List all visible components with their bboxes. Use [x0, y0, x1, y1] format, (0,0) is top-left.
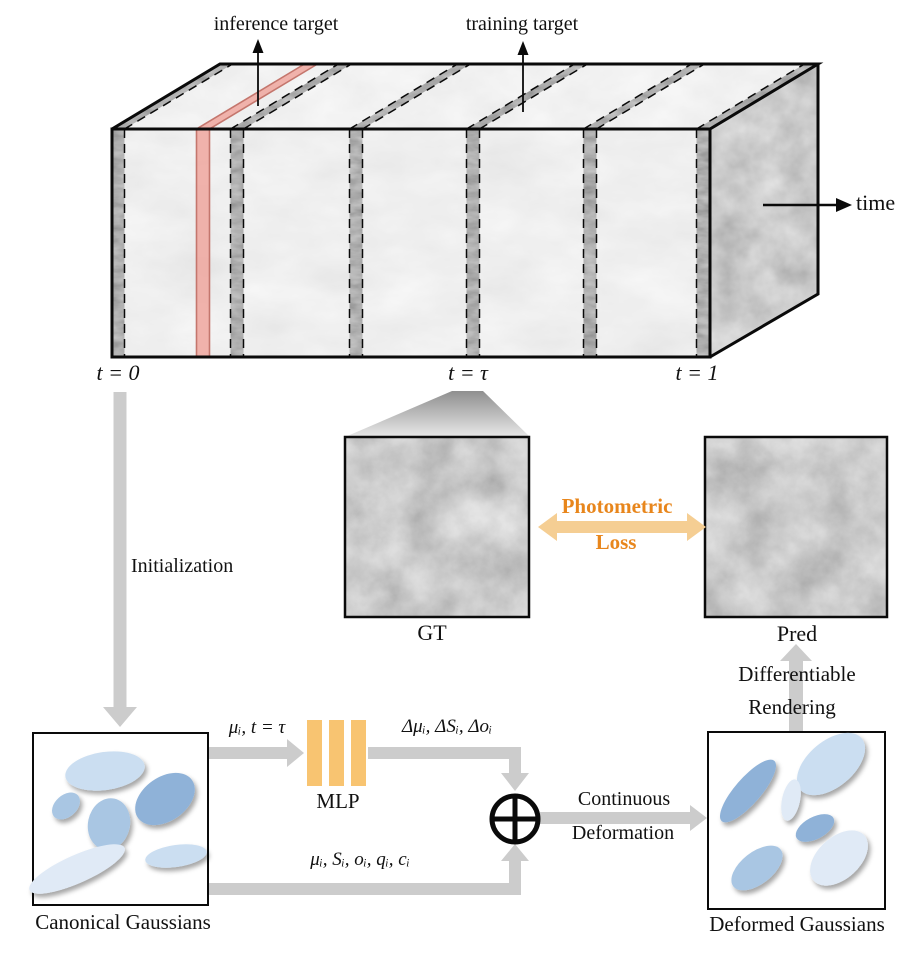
mlp-block — [307, 720, 366, 786]
em-volume — [110, 62, 824, 359]
volume-side-face — [710, 64, 818, 357]
gaussian-ellipse — [145, 844, 207, 868]
gaussian-ellipse — [87, 798, 131, 850]
continuous-deformation-label-line2: Deformation — [571, 822, 675, 844]
canonical-gaussians-label: Canonical Gaussians — [35, 910, 211, 934]
mlp-layer-bar — [329, 720, 344, 786]
rendering-arrow — [780, 644, 812, 733]
gaussian-ellipse — [135, 772, 195, 826]
gaussian-params-arrow — [208, 844, 529, 895]
gt-image — [343, 435, 531, 619]
gaussian-ellipse — [29, 844, 125, 894]
deformed-gaussians-box — [707, 731, 886, 910]
training-slices-top — [111, 64, 818, 129]
gaussian-params-label: μᵢ, Sᵢ, oᵢ, qᵢ, cᵢ — [310, 849, 410, 870]
plus-circle-icon — [489, 793, 541, 845]
gaussian-ellipse — [52, 792, 80, 820]
t-start-label: t = 0 — [96, 360, 140, 385]
differentiable-rendering-label-line1: Differentiable — [738, 662, 856, 686]
pred-image — [703, 435, 889, 619]
training-slice — [111, 129, 125, 357]
training-slice — [583, 64, 705, 129]
training-slices-front — [111, 129, 710, 357]
mlp-label: MLP — [316, 789, 360, 813]
inference-slice — [195, 63, 318, 357]
t-end-label: t = 1 — [675, 360, 719, 385]
training-slice — [696, 64, 818, 129]
training-slice — [230, 129, 244, 357]
deformed-gaussians-label: Deformed Gaussians — [709, 912, 885, 936]
gaussian-ellipse — [781, 779, 801, 821]
mlp-layer-bar — [351, 720, 366, 786]
deformation-arrow — [540, 805, 707, 831]
training-target-label: training target — [465, 13, 579, 35]
zoom-funnel — [345, 391, 530, 437]
training-slice — [466, 129, 480, 357]
gaussian-ellipse — [795, 814, 835, 842]
annotation-arrows — [252, 39, 852, 212]
canonical-gaussians-box — [29, 732, 209, 906]
mlp-layer-bar — [307, 720, 322, 786]
gaussian-ellipse — [65, 751, 145, 791]
training-slice — [696, 129, 710, 357]
photometric-loss-arrow — [538, 513, 706, 541]
training-slice — [349, 129, 363, 357]
initialization-arrow — [103, 392, 137, 727]
training-slice — [230, 64, 352, 129]
volume-front-face — [112, 129, 710, 357]
gaussian-ellipse — [796, 732, 866, 796]
volume-edges — [110, 62, 824, 359]
mlp-input-arrow — [208, 739, 304, 767]
photometric-loss-label-line2: Loss — [595, 530, 637, 554]
mlp-input-label: μᵢ, t = τ — [228, 717, 286, 738]
time-axis-label: time — [856, 190, 896, 215]
differentiable-rendering-label-line2: Rendering — [748, 695, 836, 719]
gaussian-ellipse — [731, 845, 783, 891]
t-tau-label: t = τ — [448, 360, 488, 385]
training-slice — [349, 64, 471, 129]
continuous-deformation-label-line1: Continuous — [577, 788, 671, 810]
inference-target-label: inference target — [213, 13, 339, 35]
gt-label: GT — [417, 620, 447, 645]
training-slice — [466, 64, 588, 129]
mlp-output-arrow — [368, 747, 529, 791]
photometric-loss-label-line1: Photometric — [561, 494, 673, 518]
flow-arrows — [103, 392, 812, 895]
initialization-label: Initialization — [131, 555, 234, 577]
gaussian-ellipse — [810, 830, 868, 886]
gaussian-ellipse — [719, 759, 777, 823]
mlp-output-label: Δμᵢ, ΔSᵢ, Δoᵢ — [401, 716, 493, 737]
pred-label: Pred — [776, 621, 818, 646]
training-slice — [583, 129, 597, 357]
